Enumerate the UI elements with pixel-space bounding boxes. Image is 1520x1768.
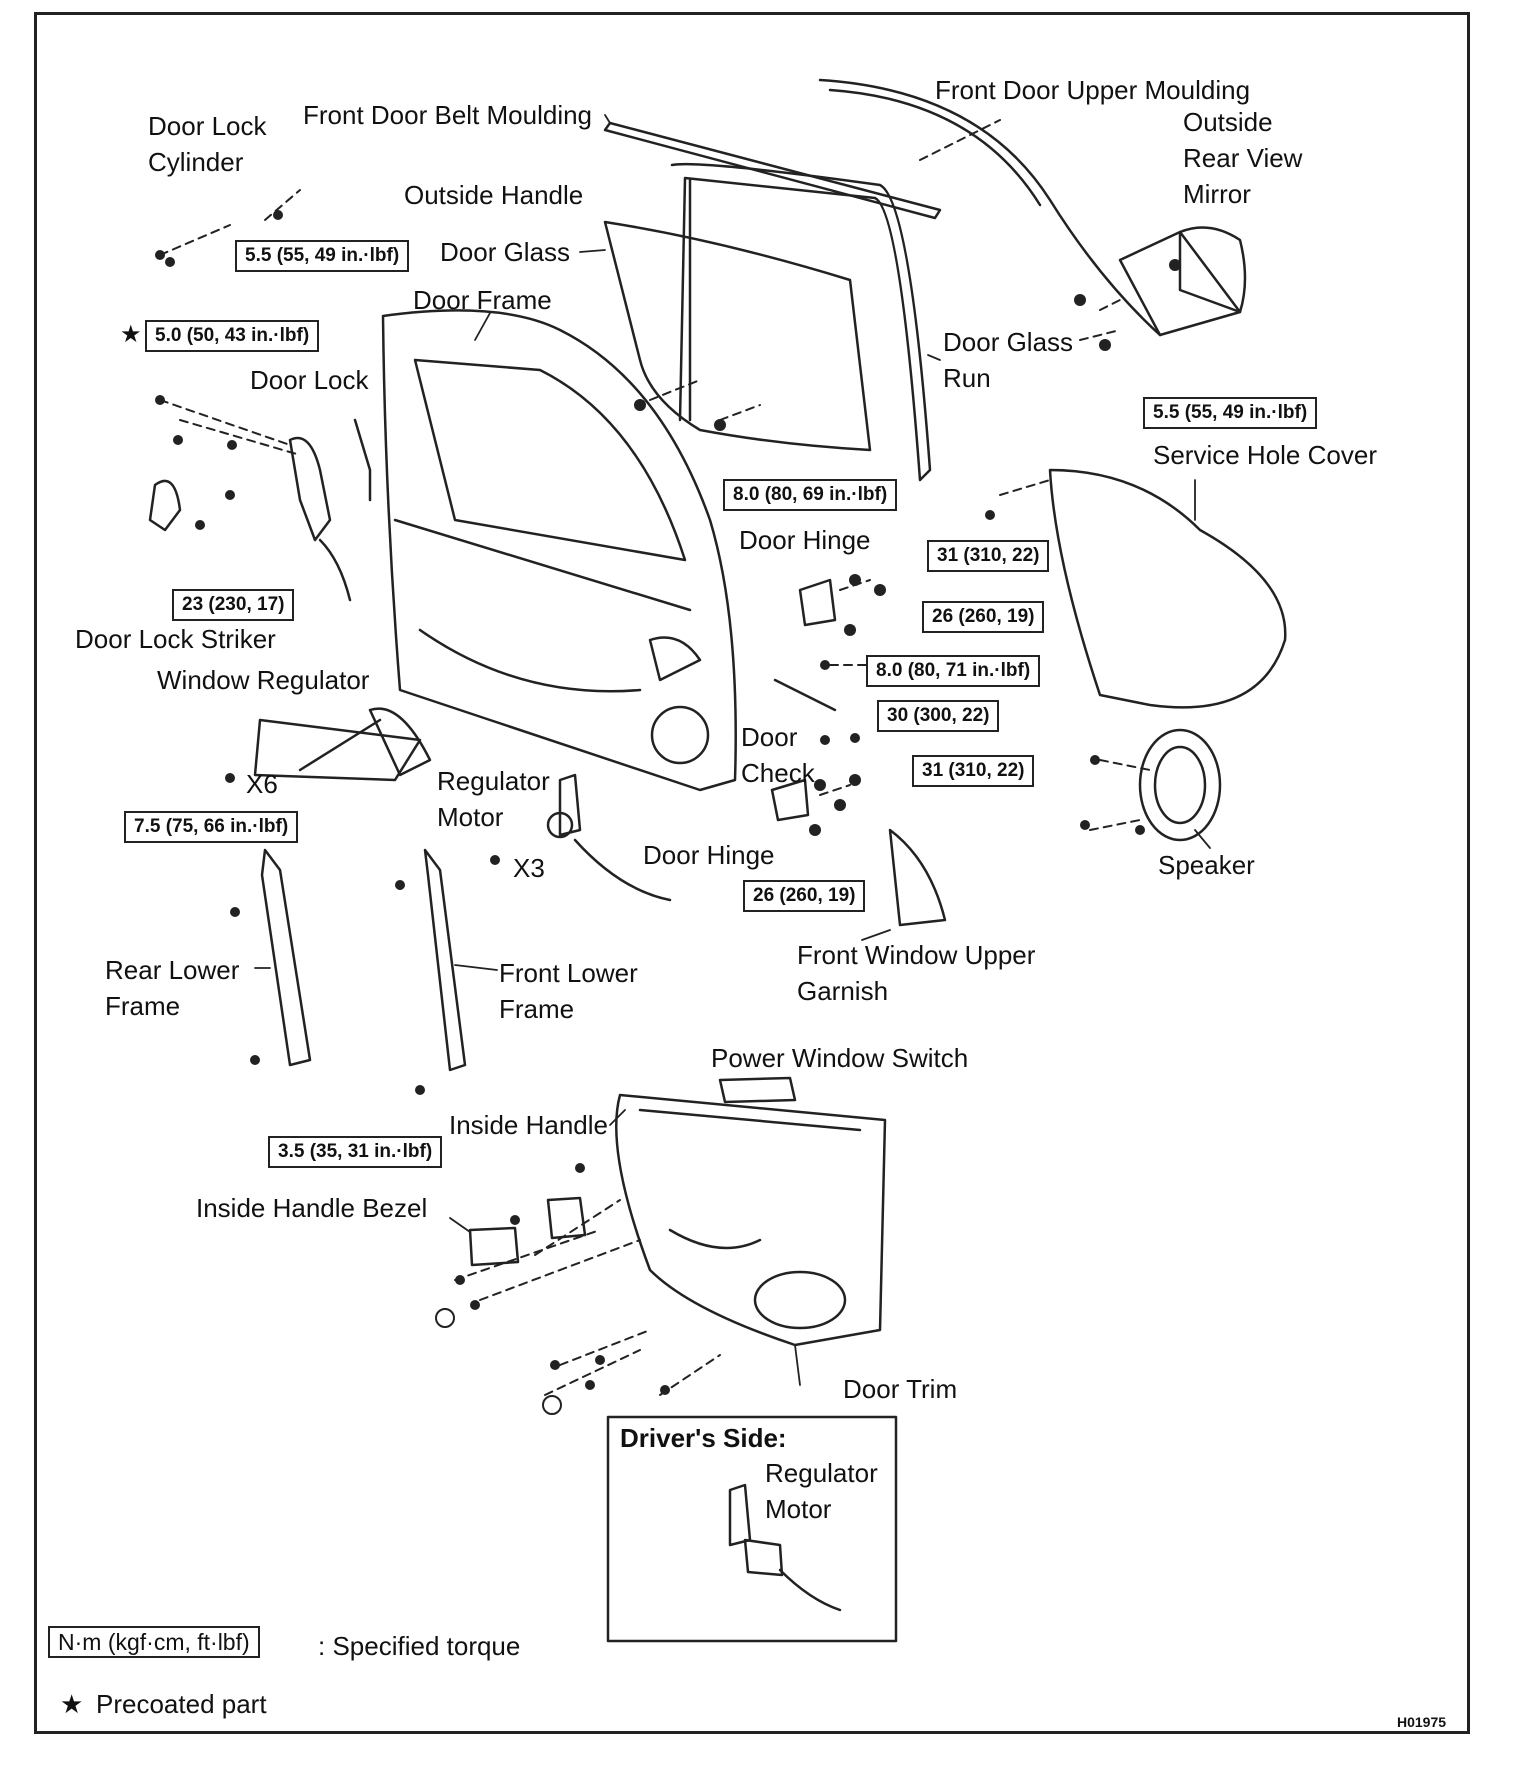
figure-code: H01975 — [1397, 1714, 1447, 1730]
label-x3: X3 — [513, 853, 545, 883]
legend-precoated-text: Precoated part — [96, 1689, 267, 1719]
label-front-window-upper-garnish: Front Window Upper Garnish — [797, 940, 1036, 1006]
torque-outside-handle: 5.5 (55, 49 in.·lbf) — [235, 240, 410, 272]
service-hole-cover-shape — [1048, 468, 1287, 709]
door-glass-shape — [603, 220, 872, 452]
torque-door-lock: 5.0 (50, 43 in.·lbf) — [145, 320, 320, 352]
label-door-check: Door Check — [741, 722, 815, 788]
torque-hinge-lower-body: 31 (310, 22) — [912, 755, 1035, 787]
label-rear-lower-frame: Rear Lower Frame — [105, 955, 240, 1021]
torque-door-check-bolt: 8.0 (80, 71 in.·lbf) — [866, 655, 1041, 687]
label-regulator-motor: Regulator Motor — [437, 766, 550, 832]
legend-torque-text: : Specified torque — [318, 1631, 521, 1661]
label-power-window-switch: Power Window Switch — [711, 1043, 969, 1073]
torque-hinge-upper-door: 26 (260, 19) — [922, 601, 1045, 633]
legend-torque-box: N·m (kgf·cm, ft·lbf) — [48, 1626, 260, 1658]
inset-regulator-motor-label: Regulator Motor — [765, 1458, 878, 1524]
door-trim-shape — [615, 1093, 887, 1347]
label-door-lock: Door Lock — [250, 365, 369, 395]
door-frame-shape — [381, 309, 737, 792]
label-service-hole-cover: Service Hole Cover — [1153, 440, 1377, 470]
label-outside-handle: Outside Handle — [404, 180, 584, 210]
label-door-hinge-upper: Door Hinge — [739, 525, 871, 555]
torque-door-check-nut: 30 (300, 22) — [877, 700, 1000, 732]
label-door-lock-cylinder: Door Lock Cylinder — [148, 111, 267, 177]
torque-window-regulator: 7.5 (75, 66 in.·lbf) — [124, 811, 299, 843]
label-door-trim: Door Trim — [843, 1374, 958, 1404]
torque-hinge-upper-body: 31 (310, 22) — [927, 540, 1050, 572]
torque-hinge-lower-door: 26 (260, 19) — [743, 880, 866, 912]
label-door-hinge-lower: Door Hinge — [643, 840, 775, 870]
label-speaker: Speaker — [1158, 850, 1255, 880]
torque-door-lock-striker: 23 (230, 17) — [172, 589, 295, 621]
inset-title: Driver's Side: — [620, 1423, 787, 1453]
precoated-star-icon: ★ — [120, 321, 142, 348]
label-inside-handle: Inside Handle — [449, 1110, 608, 1140]
label-window-regulator: Window Regulator — [157, 665, 370, 695]
torque-inside-handle: 3.5 (35, 31 in.·lbf) — [268, 1136, 443, 1168]
torque-mirror: 5.5 (55, 49 in.·lbf) — [1143, 397, 1318, 429]
label-outside-rear-view-mirror: Outside Rear View Mirror — [1183, 107, 1303, 209]
label-inside-handle-bezel: Inside Handle Bezel — [196, 1193, 428, 1223]
label-front-door-belt-moulding: Front Door Belt Moulding — [303, 100, 593, 130]
torque-door-glass: 8.0 (80, 69 in.·lbf) — [723, 479, 898, 511]
label-door-glass-run: Door Glass Run — [943, 327, 1074, 393]
diagram-frame — [34, 12, 1470, 1734]
label-x6: X6 — [246, 769, 278, 799]
legend-star-icon: ★ — [60, 1689, 84, 1719]
label-front-door-upper-moulding: Front Door Upper Moulding — [935, 75, 1251, 105]
label-door-lock-striker: Door Lock Striker — [75, 624, 276, 654]
label-door-glass: Door Glass — [440, 237, 571, 267]
label-door-frame: Door Frame — [413, 285, 552, 315]
label-front-lower-frame: Front Lower Frame — [499, 958, 638, 1024]
